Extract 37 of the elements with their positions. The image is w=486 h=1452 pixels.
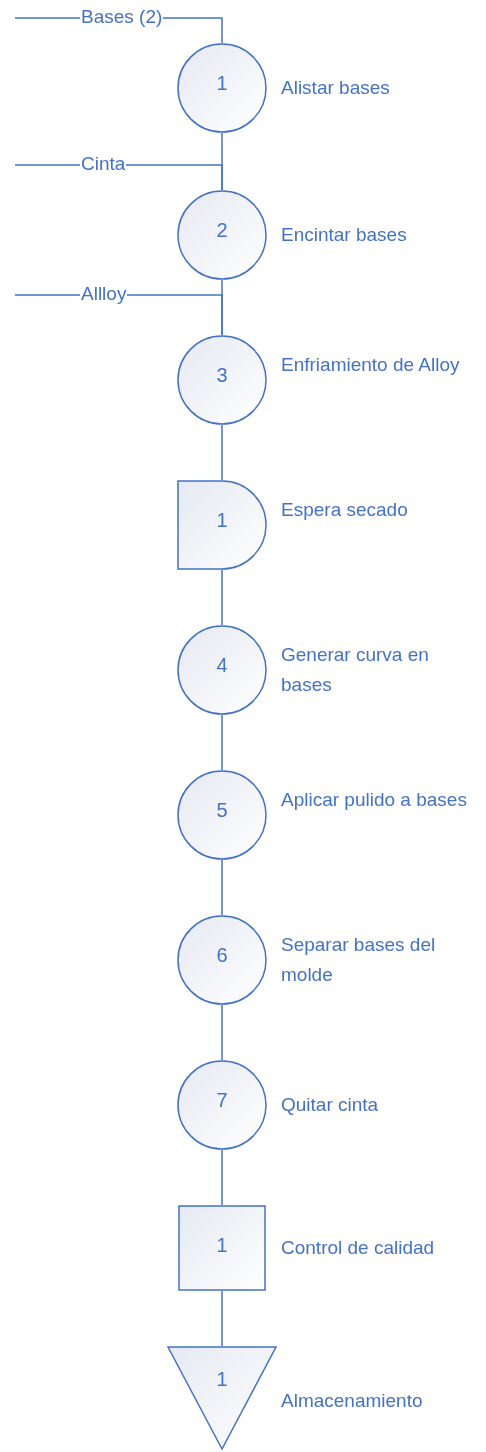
operation-circle	[177, 1060, 267, 1150]
step-number: 3	[215, 364, 229, 387]
connector-line	[221, 424, 223, 481]
connector-line	[221, 1004, 223, 1061]
step-number: 1	[215, 72, 229, 95]
step-number: 6	[215, 944, 229, 967]
inspection-square	[178, 1205, 266, 1291]
step-number: 4	[215, 654, 229, 677]
operation-circle	[177, 43, 267, 133]
operation-circle	[177, 625, 267, 715]
step-description: Alistar bases	[281, 76, 391, 100]
operation-circle	[177, 190, 267, 280]
connector-line	[221, 1149, 223, 1206]
step-description: Control de calidad	[281, 1236, 436, 1260]
step-description: Espera secado	[281, 498, 409, 522]
step-description: Enfriamiento de Alloy	[281, 353, 461, 377]
step-number: 1	[215, 1234, 229, 1257]
step-description: Quitar cinta	[281, 1093, 380, 1117]
step-description: Almacenamiento	[281, 1389, 424, 1413]
delay-shape	[177, 480, 267, 570]
step-number: 2	[215, 219, 229, 242]
step-description: Encintar bases	[281, 223, 408, 247]
operation-circle	[177, 915, 267, 1005]
step-description: Aplicar pulido a bases	[281, 788, 468, 812]
step-description: Separar bases del molde	[281, 933, 437, 987]
step-description: Generar curva en bases	[281, 643, 430, 697]
connector-line	[221, 569, 223, 626]
connector-line	[221, 1290, 223, 1347]
step-number: 7	[215, 1089, 229, 1112]
storage-triangle	[167, 1346, 277, 1450]
step-number: 1	[215, 509, 229, 532]
connector-line	[221, 714, 223, 771]
connector-line	[221, 859, 223, 916]
operation-circle	[177, 770, 267, 860]
step-number: 5	[215, 799, 229, 822]
operation-circle	[177, 335, 267, 425]
step-number: 1	[215, 1368, 229, 1391]
